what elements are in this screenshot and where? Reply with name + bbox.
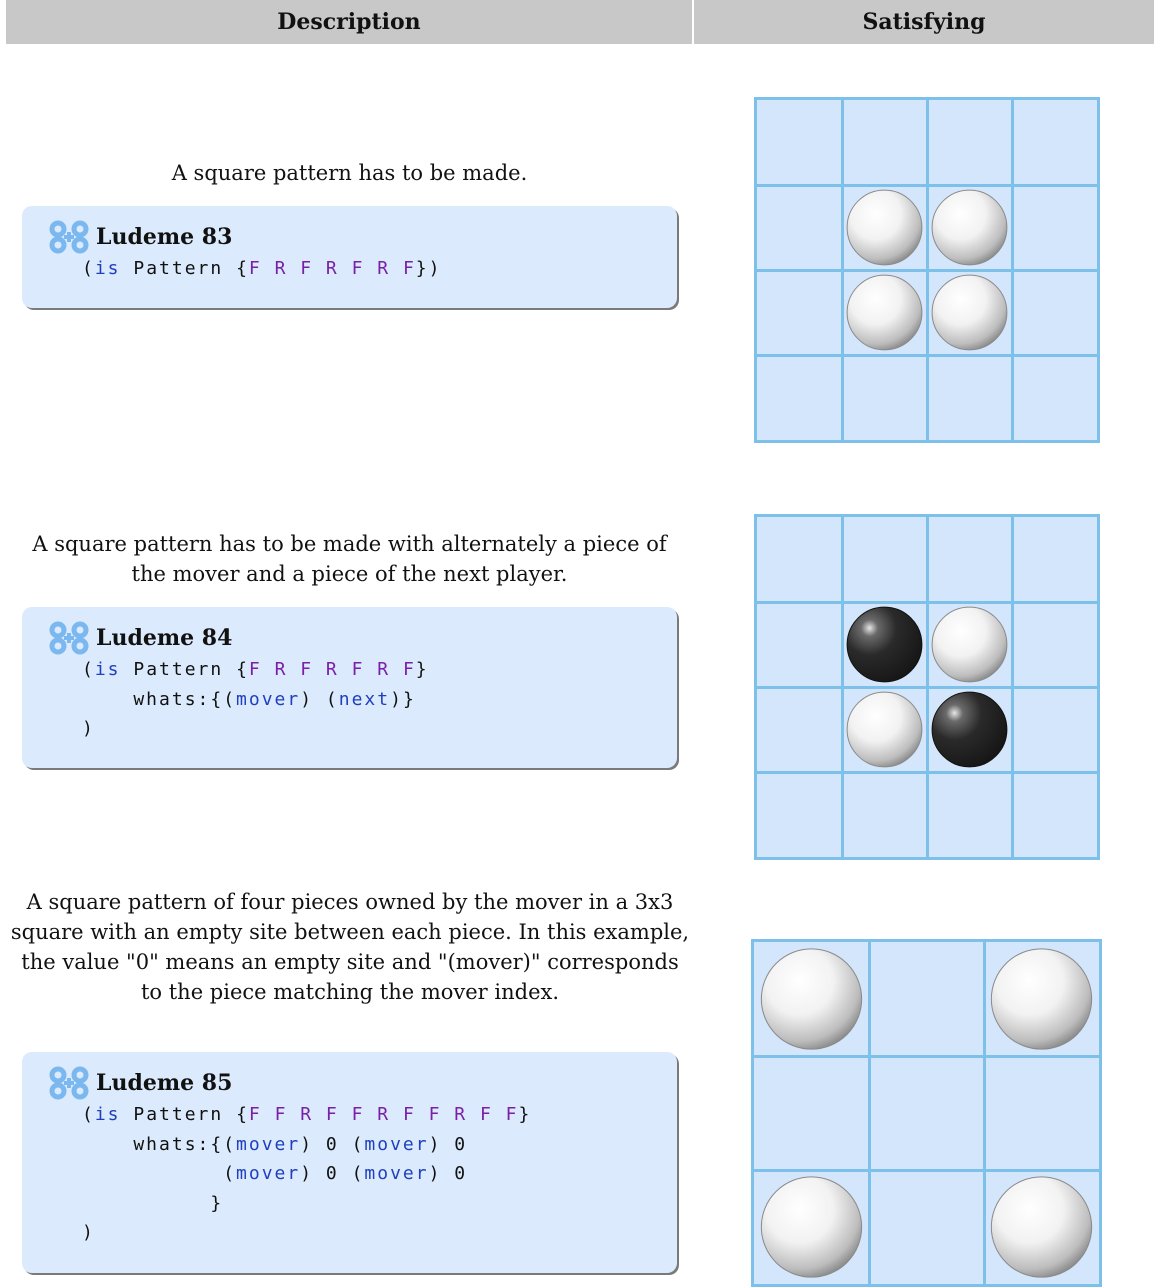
white-piece (932, 275, 1007, 350)
code-line: ) (82, 1222, 95, 1243)
code-line: ) (82, 718, 95, 739)
code-line: (mover) 0 (mover) 0 (82, 1163, 467, 1184)
command-key-icon (48, 621, 90, 655)
row-description: A square pattern of four pieces owned by… (10, 887, 690, 1007)
ludeme-box: Ludeme 84 (is Pattern {F R F R F R F} wh… (22, 607, 677, 768)
satisfying-column-header: Satisfying (694, 0, 1154, 44)
row-description: A square pattern has to be made with alt… (22, 529, 677, 589)
code-line: whats:{(mover) 0 (mover) 0 (82, 1134, 467, 1155)
white-piece (761, 949, 861, 1049)
black-piece (932, 692, 1007, 767)
ludeme-title: Ludeme 85 (96, 1070, 232, 1096)
ludeme-code: (is Pattern {F R F R F R F} whats:{(move… (82, 655, 677, 744)
row-description: A square pattern has to be made. (22, 158, 677, 188)
ludeme-title: Ludeme 83 (96, 224, 232, 250)
ludeme-header: Ludeme 83 (48, 220, 677, 254)
command-key-icon (48, 220, 90, 254)
white-piece (761, 1177, 861, 1277)
pattern-board (754, 514, 1100, 860)
ludeme-header: Ludeme 85 (48, 1066, 677, 1100)
description-column-header: Description (6, 0, 694, 44)
pieces-layer (754, 942, 1099, 1284)
ludeme-title: Ludeme 84 (96, 625, 232, 651)
white-piece (932, 190, 1007, 265)
ludeme-box: Ludeme 85 (is Pattern {F F R F F R F F R… (22, 1052, 677, 1273)
command-key-icon (48, 1066, 90, 1100)
white-piece (991, 1177, 1091, 1277)
white-piece (991, 949, 1091, 1049)
pieces-layer (757, 100, 1097, 440)
pattern-board (754, 97, 1100, 443)
code-line: (is Pattern {F F R F F R F F R F F} (82, 1104, 531, 1125)
white-piece (847, 275, 922, 350)
code-line: whats:{(mover) (next)} (82, 689, 416, 710)
ludeme-code: (is Pattern {F F R F F R F F R F F} what… (82, 1100, 677, 1248)
white-piece (932, 607, 1007, 682)
white-piece (847, 190, 922, 265)
pattern-board (751, 939, 1102, 1287)
white-piece (847, 692, 922, 767)
table-header: Description Satisfying (6, 0, 1154, 44)
code-line: } (82, 1193, 223, 1214)
code-line: (is Pattern {F R F R F R F}) (82, 258, 441, 279)
ludeme-box: Ludeme 83 (is Pattern {F R F R F R F}) (22, 206, 677, 308)
ludeme-header: Ludeme 84 (48, 621, 677, 655)
pieces-layer (757, 517, 1097, 857)
black-piece (847, 607, 922, 682)
ludeme-code: (is Pattern {F R F R F R F}) (82, 254, 677, 284)
code-line: (is Pattern {F R F R F R F} (82, 659, 429, 680)
